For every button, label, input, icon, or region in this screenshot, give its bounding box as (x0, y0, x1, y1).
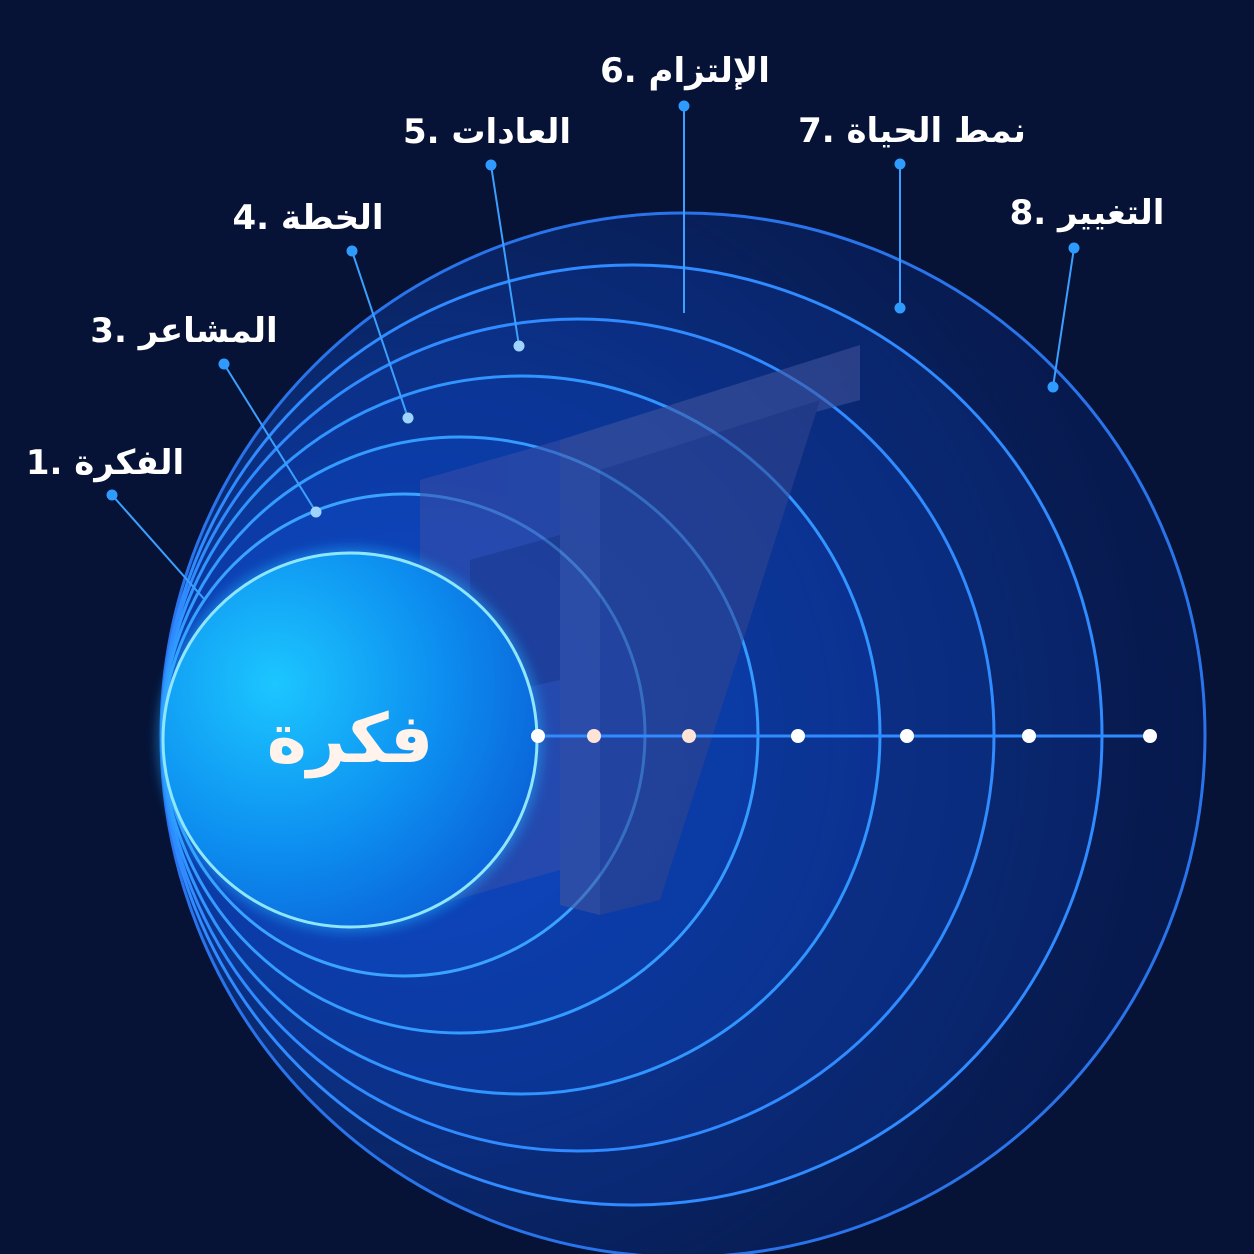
timeline-dot (1143, 729, 1157, 743)
leader-dot (1047, 381, 1059, 393)
timeline-dot (791, 729, 805, 743)
timeline-dots (531, 729, 1157, 743)
leader-dot (678, 100, 690, 112)
stage-label-1: الفكرة .1 (26, 443, 184, 483)
leader-dot (218, 358, 230, 370)
leader-line-8 (1052, 247, 1075, 388)
timeline-dot (1022, 729, 1036, 743)
timeline-dot (587, 729, 601, 743)
leader-dot (513, 340, 525, 352)
leader-dot (346, 245, 358, 257)
stage-labels: الفكرة .1 المشاعر .3 الخطة .4 العادات .5… (26, 51, 1165, 483)
leader-dot (1068, 242, 1080, 254)
timeline-dot (900, 729, 914, 743)
stage-label-5: العادات .5 (403, 112, 571, 152)
timeline-dot (682, 729, 696, 743)
leader-dot (310, 506, 322, 518)
leader-dot (106, 489, 118, 501)
leader-dot (894, 158, 906, 170)
leader-dots (106, 100, 1080, 518)
leader-dot (894, 302, 906, 314)
stage-label-4: الخطة .4 (232, 198, 383, 238)
stage-label-6: الإلتزام .6 (600, 51, 770, 91)
leader-line-5 (490, 164, 520, 347)
leader-lines (111, 106, 1075, 601)
stage-label-8: التغيير .8 (1010, 193, 1165, 233)
leader-line-1 (111, 494, 206, 601)
leader-dot (485, 159, 497, 171)
leader-line-3 (223, 363, 317, 513)
leader-dot (402, 412, 414, 424)
stage-label-3: المشاعر .3 (90, 311, 277, 351)
stage-label-7: نمط الحياة .7 (798, 111, 1026, 151)
leader-line-4 (351, 250, 409, 419)
center-label: فكرة (267, 700, 434, 779)
timeline-dot (531, 729, 545, 743)
